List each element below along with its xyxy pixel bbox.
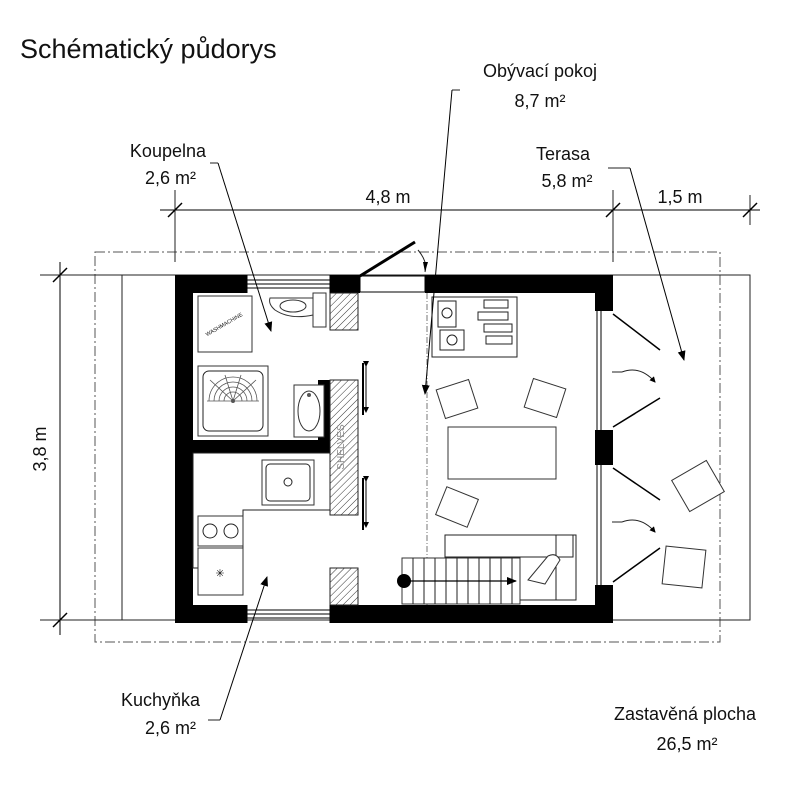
shelves: SHELVES [329, 361, 369, 530]
bathroom-fixtures: WASHMACHINE [197, 292, 327, 438]
top-window [246, 275, 331, 293]
shelves-label: SHELVES [336, 424, 347, 470]
terrace-furniture [661, 459, 726, 589]
walls [175, 275, 613, 623]
bathroom-area: 2,6 m² [145, 168, 196, 188]
terrace-chair [661, 545, 707, 589]
leader-lines [208, 89, 686, 721]
dim-width-main: 4,8 m [365, 187, 410, 207]
page-title: Schématický půdorys [20, 34, 277, 64]
bathroom-name: Koupelna [130, 141, 207, 161]
terrace-name: Terasa [536, 144, 591, 164]
kitchenette-block [431, 296, 518, 358]
terrace-area: 5,8 m² [541, 171, 592, 191]
terrace-doors [596, 311, 661, 585]
chair [434, 486, 480, 528]
roof-outline [94, 251, 721, 643]
built-area-label: Zastavěná plocha [614, 704, 757, 724]
dining-table [447, 426, 557, 480]
fridge: ✳ [197, 547, 244, 596]
kitchen-fixtures: ✳ [192, 452, 331, 596]
dimension-lines [40, 190, 760, 635]
hob [197, 515, 244, 547]
shower-tray [197, 365, 269, 437]
living-room-area: 8,7 m² [514, 91, 565, 111]
masonry-block [329, 292, 359, 331]
living-room-name: Obývací pokoj [483, 61, 597, 81]
washbasin [293, 384, 325, 438]
washing-machine [197, 295, 253, 353]
kitchen-name: Kuchyňka [121, 690, 201, 710]
built-area-value: 26,5 m² [656, 734, 717, 754]
kitchen-area: 2,6 m² [145, 718, 196, 738]
living-room-furniture [397, 293, 577, 605]
kitchen-sink [261, 459, 315, 506]
staircase [397, 557, 521, 605]
entrance-door [359, 240, 428, 293]
masonry-block [329, 567, 359, 606]
dim-depth: 3,8 m [30, 426, 50, 471]
sofa [444, 534, 577, 601]
terrace-chair [670, 459, 726, 513]
bottom-window [246, 605, 331, 623]
chair [435, 378, 479, 420]
toilet [269, 292, 327, 328]
chair [523, 377, 567, 419]
svg-text:✳: ✳ [215, 568, 224, 580]
dim-width-terrace: 1,5 m [657, 187, 702, 207]
